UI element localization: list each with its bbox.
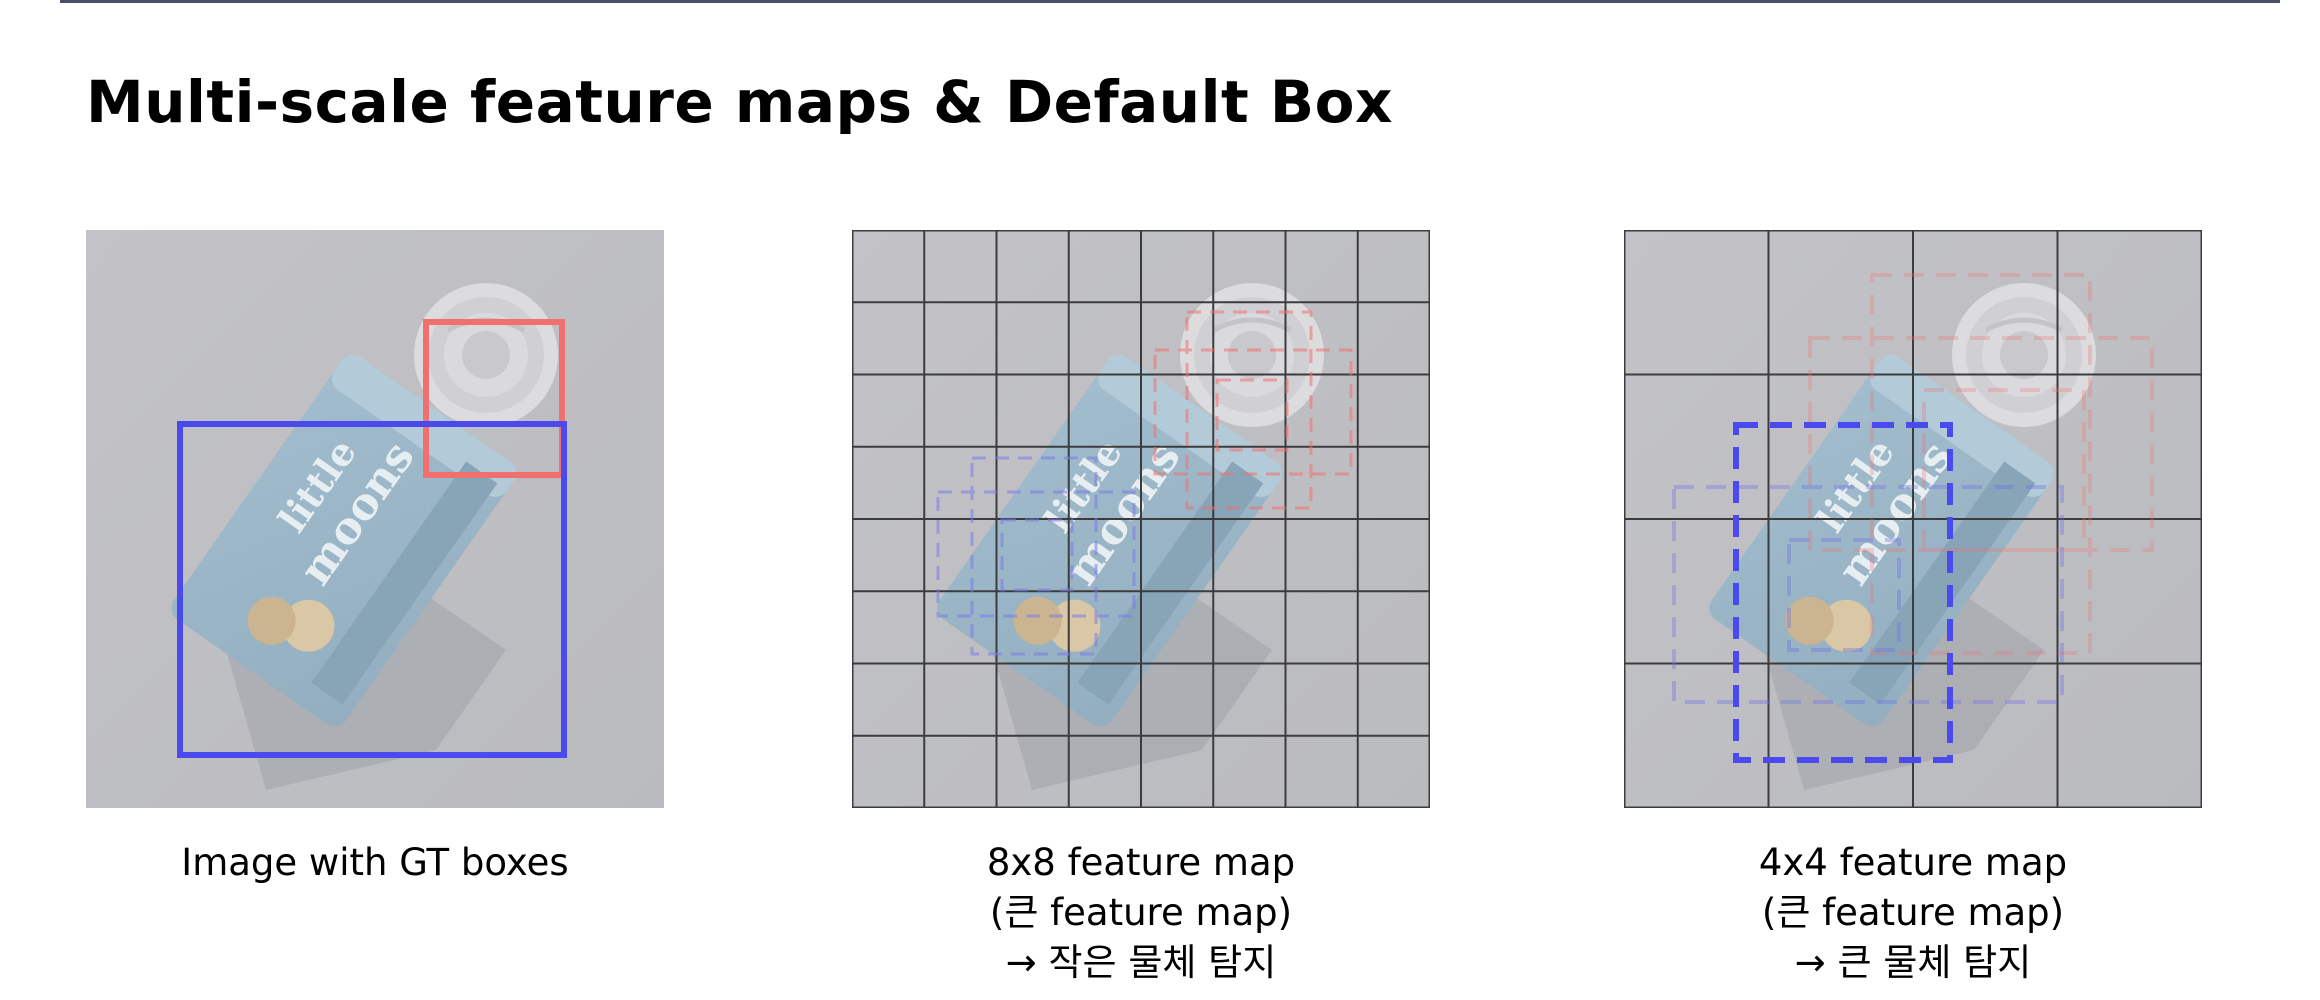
grid-8x8 — [852, 230, 1430, 808]
title-rule — [60, 0, 2280, 3]
feature-map-8x8 — [852, 230, 1430, 808]
feature-map-8x8-panel — [852, 230, 1430, 808]
grid-4x4 — [1624, 230, 2202, 808]
caption-8x8: 8x8 feature map (큰 feature map) → 작은 물체 … — [986, 841, 1296, 984]
feature-map-4x4-panel — [1624, 230, 2202, 808]
image-panel — [86, 230, 664, 808]
default-boxes-large-faint — [1672, 485, 2064, 704]
caption-image: Image with GT boxes — [181, 841, 569, 884]
gt-image — [86, 230, 664, 808]
feature-map-4x4 — [1624, 230, 2202, 808]
slide-title: Multi-scale feature maps & Default Box — [86, 68, 1393, 136]
gt-box-lid — [423, 319, 565, 478]
default-boxes-lid — [1808, 273, 2154, 655]
gt-box-product — [177, 421, 567, 758]
default-boxes-small — [936, 310, 1353, 656]
default-box-best-match — [1733, 422, 1953, 763]
caption-4x4: 4x4 feature map (큰 feature map) → 큰 물체 탐… — [1758, 841, 2068, 984]
